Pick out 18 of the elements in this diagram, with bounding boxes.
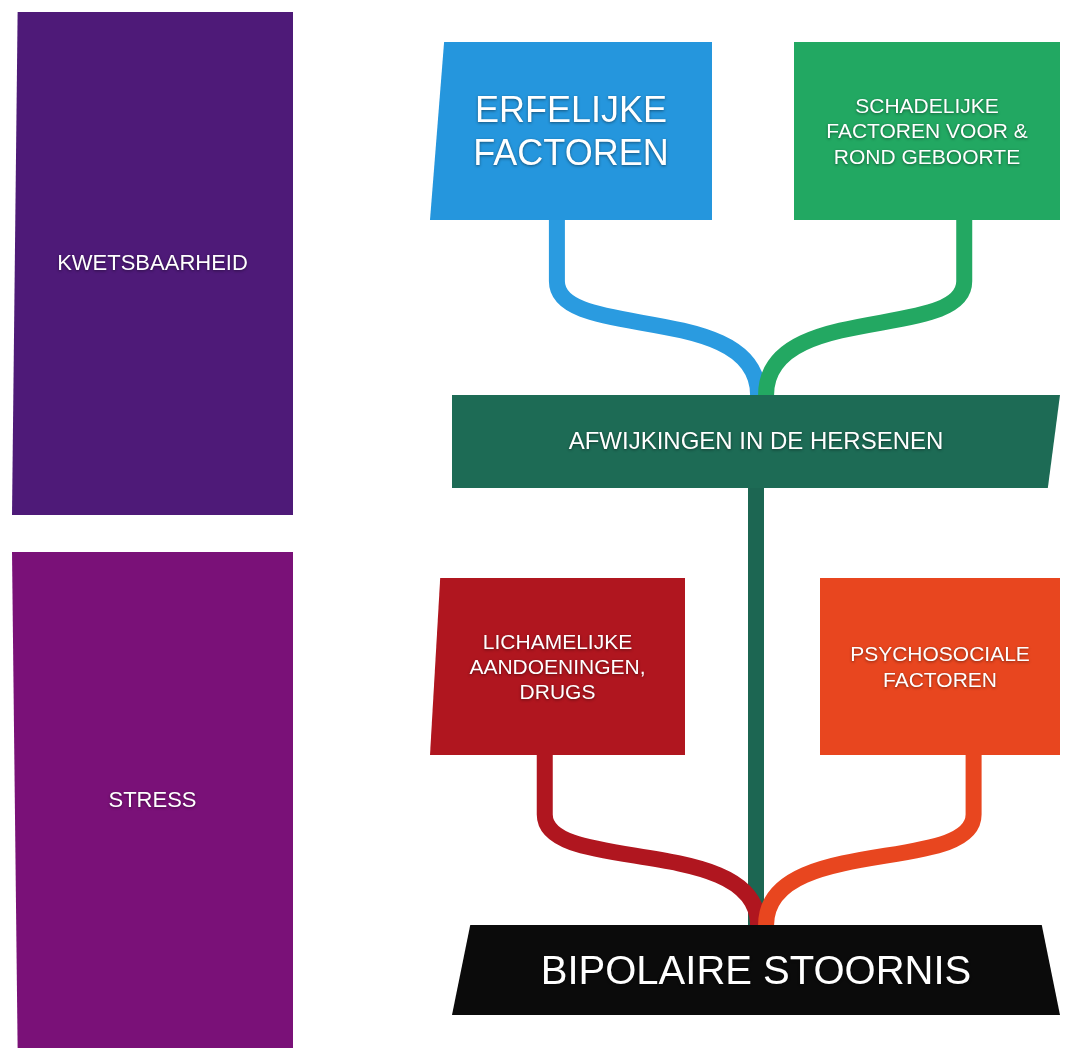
connector [748,488,764,925]
node-label: SCHADELIJKE FACTOREN VOOR & ROND GEBOORTE [825,93,1029,169]
connector [758,755,982,927]
node-label: AFWIJKINGEN IN DE HERSENEN [568,427,944,456]
node-label: PSYCHOSOCIALE FACTOREN [849,641,1031,692]
factor-box [820,578,1060,755]
band [12,12,293,515]
node-label: BIPOLAIRE STOORNIS [540,947,972,994]
connector [758,220,973,397]
node-label: STRESS [108,786,197,814]
band [12,552,293,1048]
factor-box [430,578,685,755]
process-band [452,395,1060,488]
factor-box [794,42,1060,220]
node-label: ERFELIJKE FACTOREN [472,87,670,175]
node-label: KWETSBAARHEID [57,250,248,277]
node-label: LICHAMELIJKE AANDOENINGEN, DRUGS [468,628,647,705]
factor-box [430,42,712,220]
